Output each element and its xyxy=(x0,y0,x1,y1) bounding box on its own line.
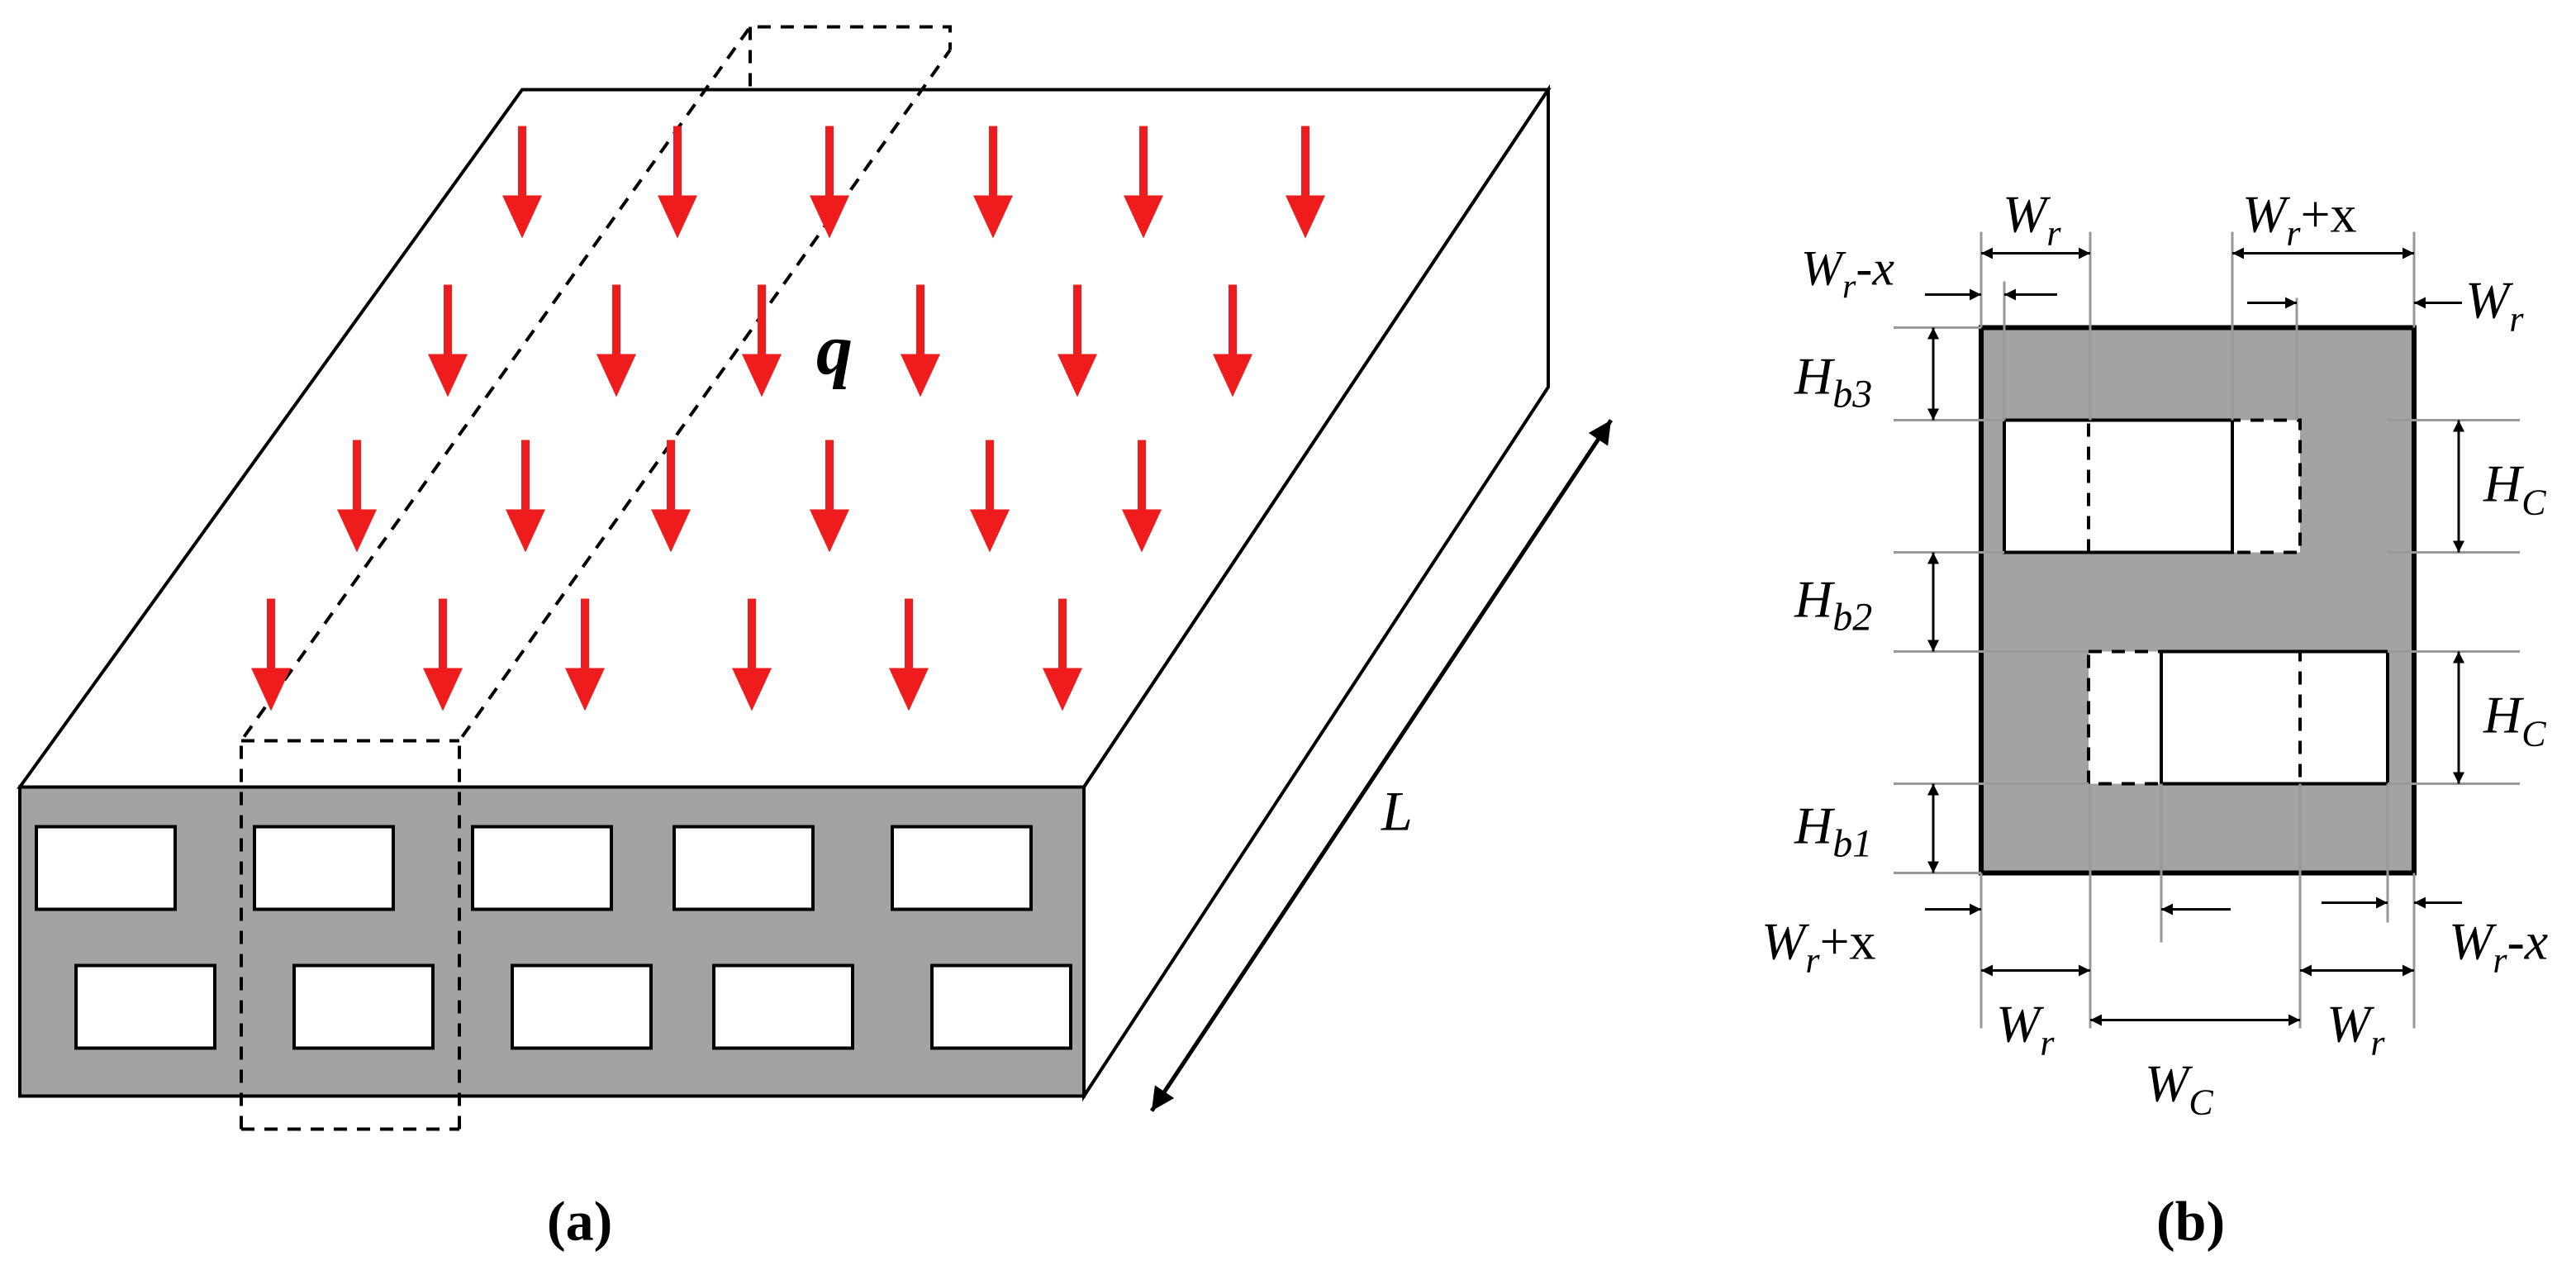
cell xyxy=(35,825,177,911)
load-arrow xyxy=(506,440,545,553)
analysis-strip-outline xyxy=(240,25,952,1131)
length-label: L xyxy=(1381,780,1413,843)
load-arrow xyxy=(337,440,377,553)
load-arrow xyxy=(423,598,463,711)
label-bottom-right-width: Wr xyxy=(2326,995,2385,1063)
load-arrow xyxy=(428,284,468,397)
load-arrow xyxy=(732,598,772,711)
load-arrow xyxy=(1043,598,1082,711)
load-arrow xyxy=(901,284,940,397)
upper-cavity-shift xyxy=(2089,420,2300,553)
cell-row-top xyxy=(35,825,1033,911)
load-arrow xyxy=(742,284,782,397)
length-arrow xyxy=(1149,419,1614,1112)
cell xyxy=(930,963,1072,1050)
cell xyxy=(253,825,395,911)
load-arrow xyxy=(889,598,929,711)
label-h-b1: Hb1 xyxy=(1794,797,1872,866)
label-bottom-right-offset: Wr-x xyxy=(2449,912,2548,981)
load-arrow xyxy=(1286,126,1325,239)
dimension-lines xyxy=(1925,247,2464,1026)
cell xyxy=(891,825,1033,911)
label-top-left-width: Wr xyxy=(2003,185,2061,254)
load-arrow xyxy=(1057,284,1097,397)
lower-cavity-shifted-outline xyxy=(2087,649,2302,786)
label-h-b3: Hb3 xyxy=(1794,347,1872,416)
unit-cell-body xyxy=(1979,325,2417,876)
load-arrow xyxy=(973,126,1013,239)
cell xyxy=(471,825,613,911)
label-h-c-upper: HC xyxy=(2483,454,2546,523)
upper-cavity-shifted-outline xyxy=(2087,418,2302,554)
load-arrow xyxy=(1213,284,1252,397)
cell xyxy=(712,963,854,1050)
dimension-labels: Wr Wr+x Wr-x Wr Hb3 Hb2 Hb1 HC xyxy=(1761,185,2548,1123)
label-bottom-left-width: Wr xyxy=(1996,995,2055,1063)
load-arrow xyxy=(596,284,636,397)
caption-b: (b) xyxy=(2156,1190,2225,1253)
lower-cavity xyxy=(2089,651,2388,784)
panel-b: Wr Wr+x Wr-x Wr Hb3 Hb2 Hb1 HC xyxy=(1761,185,2548,1253)
cell xyxy=(673,825,815,911)
label-top-right-width: Wr+x xyxy=(2242,185,2357,254)
load-arrow xyxy=(251,598,291,711)
load-arrow xyxy=(1122,440,1162,553)
load-label: q xyxy=(816,311,853,391)
label-bottom-left-offset: Wr+x xyxy=(1761,912,1876,981)
load-arrow xyxy=(1124,126,1163,239)
load-arrow xyxy=(502,126,542,239)
caption-a: (a) xyxy=(547,1190,612,1253)
label-h-b2: Hb2 xyxy=(1794,570,1872,640)
label-top-right-offset: Wr xyxy=(2465,271,2524,340)
distributed-load-arrows xyxy=(251,126,1325,711)
label-h-c-lower: HC xyxy=(2483,686,2546,754)
label-top-left-offset: Wr-x xyxy=(1801,241,1894,307)
cell-row-bottom xyxy=(74,963,1072,1050)
load-arrow xyxy=(810,126,849,239)
load-arrow xyxy=(651,440,691,553)
cell xyxy=(74,963,216,1050)
load-arrow xyxy=(658,126,697,239)
label-bottom-cavity-width: WC xyxy=(2145,1054,2213,1123)
load-arrow xyxy=(810,440,849,553)
cell xyxy=(292,963,435,1050)
load-arrow xyxy=(565,598,605,711)
cell xyxy=(511,963,653,1050)
load-arrow xyxy=(970,440,1010,553)
panel-a: q L (a) xyxy=(17,25,1614,1253)
